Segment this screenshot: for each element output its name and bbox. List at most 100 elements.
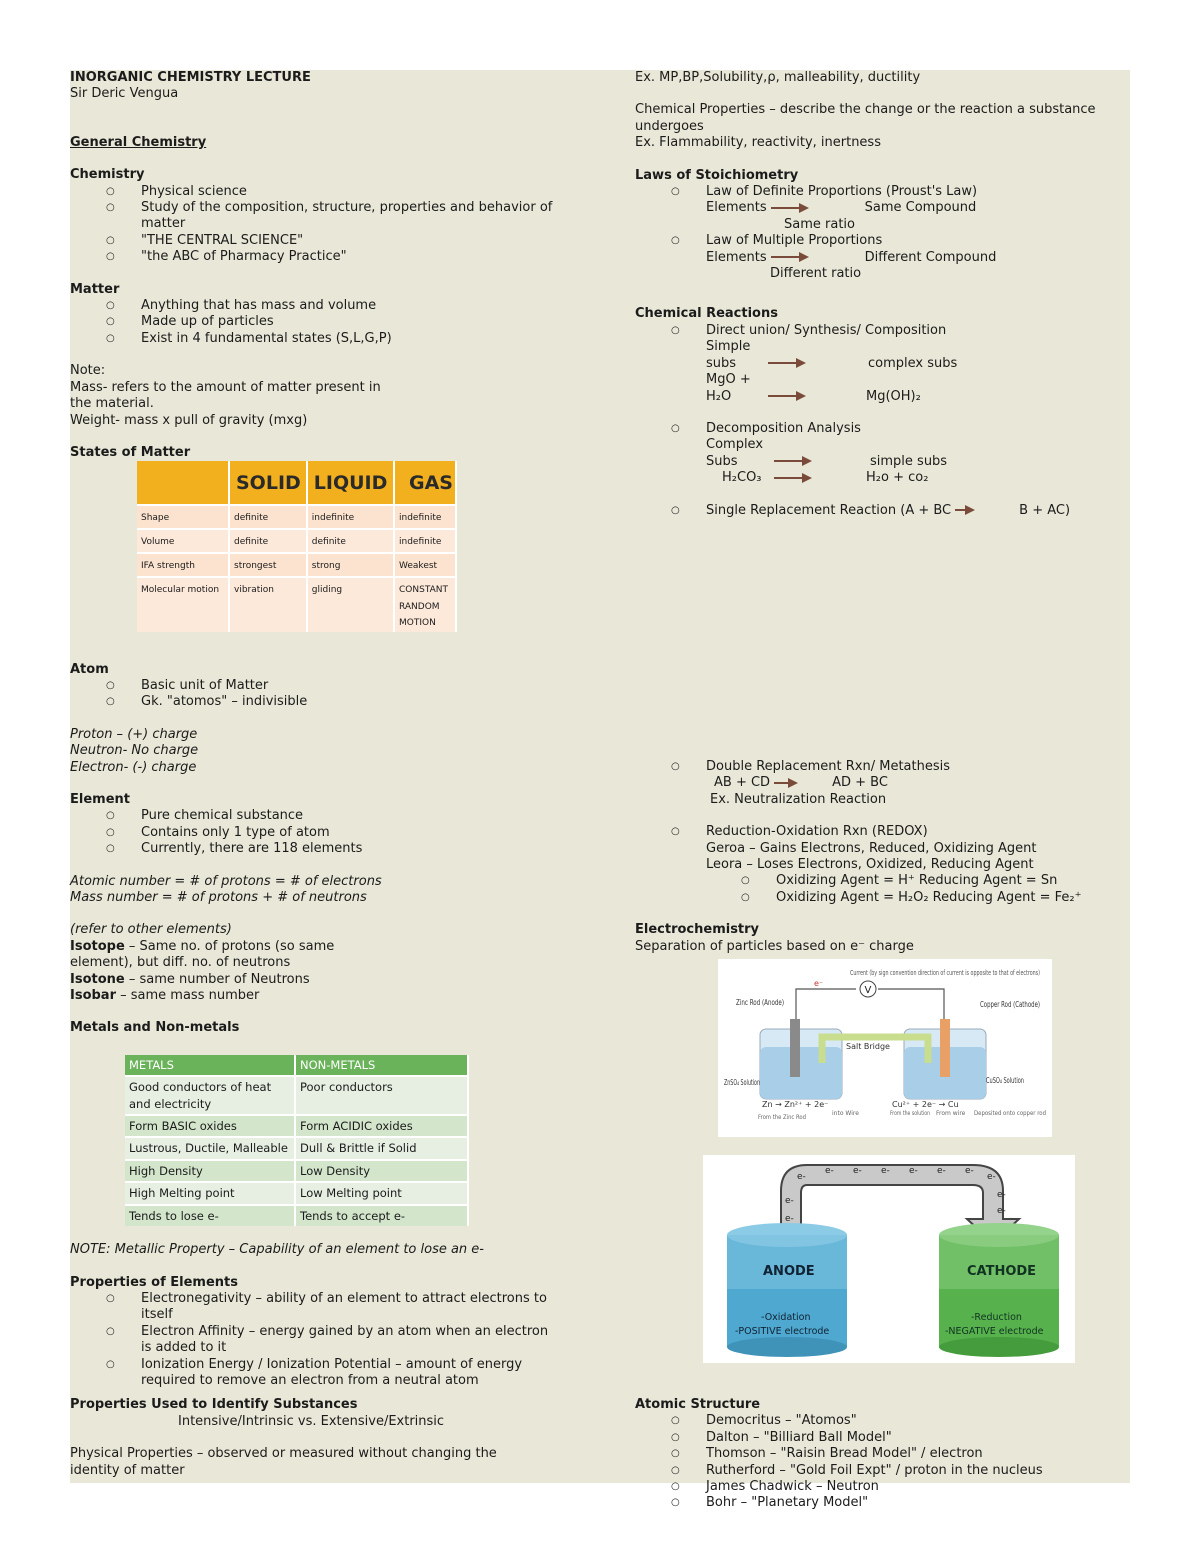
- table-cell: Low Density: [295, 1158, 469, 1183]
- table-header-cell: GAS: [394, 461, 457, 506]
- electrochemistry-heading: Electrochemistry: [635, 922, 760, 938]
- lecture-title: INORGANIC CHEMISTRY LECTURE: [70, 70, 311, 85]
- svg-text:e-: e-: [825, 1166, 834, 1176]
- table-cell: vibration: [229, 576, 308, 632]
- list-item: Democritus – "Atomos": [635, 1413, 1130, 1430]
- table-cell: Dull & Brittle if Solid: [295, 1136, 469, 1160]
- electron-labels: e- e- e- e- e- e- e- e- e- e- e- e-: [785, 1166, 1006, 1224]
- identify-sub: Intensive/Intrinsic vs. Extensive/Extrin…: [178, 1413, 445, 1429]
- isotope-def: Isotope – Same no. of protons (so same e…: [70, 938, 335, 971]
- chemical-examples: Ex. Flammability, reactivity, inertness: [635, 135, 881, 151]
- table-cell: definite: [306, 528, 396, 554]
- svg-text:e-: e-: [881, 1166, 890, 1176]
- atom-heading: Atom: [70, 661, 109, 677]
- list-item: Law of Definite Proportions (Proust's La…: [635, 184, 1130, 233]
- synthesis-reaction: Direct union/ Synthesis/ Composition: [706, 322, 947, 338]
- table-row: Form BASIC oxides Form ACIDIC oxides: [125, 1114, 469, 1138]
- table-cell: Tends to accept e-: [295, 1203, 469, 1227]
- znso4-label: ZnSO₄ Solution: [724, 1078, 760, 1087]
- arrow-icon: [768, 358, 806, 369]
- metals-heading: Metals and Non-metals: [70, 1020, 240, 1036]
- anode-label: ANODE: [763, 1264, 815, 1279]
- svg-text:e-: e-: [785, 1196, 794, 1206]
- table-cell: Form ACIDIC oxides: [295, 1114, 469, 1138]
- note-mass: Mass- refers to the amount of matter pre…: [70, 379, 381, 412]
- single-replacement: Single Replacement Reaction (A + BC: [706, 502, 952, 518]
- isobar-def: Isobar – same mass number: [70, 988, 260, 1004]
- redox-agents-list: Oxidizing Agent = H⁺ Reducing Agent = Sn…: [635, 873, 1130, 906]
- table-header-row: METALS NON-METALS: [125, 1054, 469, 1077]
- list-item: Contains only 1 type of atom: [70, 825, 630, 842]
- table-cell: Good conductors of heat and electricity: [125, 1075, 296, 1116]
- identify-heading: Properties Used to Identify Substances: [70, 1397, 358, 1413]
- list-item: James Chadwick – Neutron: [635, 1479, 1130, 1496]
- atomic-structure-heading: Atomic Structure: [635, 1397, 761, 1412]
- list-item: Gk. "atomos" – indivisible: [70, 694, 630, 711]
- physical-properties: Physical Properties – observed or measur…: [70, 1446, 497, 1478]
- list-item: Anything that has mass and volume: [70, 298, 630, 315]
- reactions-list: Direct union/ Synthesis/ Composition Sim…: [635, 323, 1130, 519]
- arrow-icon: [768, 391, 806, 401]
- table-cell: CONSTANT RANDOM MOTION: [394, 576, 457, 632]
- chemistry-list: Physical science Study of the compositio…: [70, 184, 630, 266]
- cuso4-label: CuSO₄ Solution: [986, 1076, 1024, 1085]
- table-row: Good conductors of heat and electricity …: [125, 1075, 469, 1116]
- list-item: Oxidizing Agent = H⁺ Reducing Agent = Sn: [635, 873, 1130, 890]
- note-weight: Weight- mass x pull of gravity (mxg): [70, 412, 308, 428]
- svg-text:e-: e-: [909, 1166, 918, 1176]
- svg-text:e-: e-: [853, 1166, 862, 1176]
- list-item: Bohr – "Planetary Model": [635, 1495, 1130, 1512]
- copper-rod-label: Copper Rod (Cathode): [980, 1000, 1040, 1009]
- metals-nonmetals-table: METALS NON-METALS Good conductors of hea…: [125, 1054, 469, 1227]
- table-header-row: SOLID LIQUID GAS: [137, 461, 457, 506]
- arrow-icon: [774, 777, 799, 788]
- neutralization-example: Ex. Neutralization Reaction: [710, 791, 887, 807]
- list-item: "the ABC of Pharmacy Practice": [70, 249, 630, 266]
- document-page: INORGANIC CHEMISTRY LECTURE Sir Deric Ve…: [70, 70, 1130, 1512]
- svg-text:e-: e-: [987, 1172, 996, 1182]
- atomic-structure-list: Democritus – "Atomos" Dalton – "Billiard…: [635, 1413, 1130, 1512]
- table-row: Tends to lose e- Tends to accept e-: [125, 1203, 469, 1227]
- list-item: Oxidizing Agent = H₂O₂ Reducing Agent = …: [635, 890, 1130, 907]
- deposited-label: Deposited onto copper rod: [974, 1110, 1046, 1117]
- chemistry-heading: Chemistry: [70, 167, 145, 183]
- list-item: Basic unit of Matter: [70, 678, 630, 695]
- note-label: Note:: [70, 363, 106, 379]
- table-cell: indefinite: [394, 504, 457, 530]
- mass-number-def: Mass number = # of protons + # of neutro…: [70, 890, 367, 905]
- zinc-equation: Zn → Zn²⁺ + 2e⁻: [762, 1100, 828, 1109]
- geroa: Geroa – Gains Electrons, Reduced, Oxidiz…: [706, 840, 1037, 856]
- electron-charge: Electron- (-) charge: [70, 759, 197, 775]
- matter-heading: Matter: [70, 281, 120, 297]
- table-cell: indefinite: [306, 504, 396, 530]
- salt-bridge-label: Salt Bridge: [846, 1042, 890, 1051]
- table-header-cell: METALS: [125, 1054, 296, 1077]
- svg-text:e-: e-: [797, 1172, 806, 1182]
- right-column: Ex. MP,BP,Solubility,ρ, malleability, du…: [635, 70, 1130, 1512]
- proton-charge: Proton – (+) charge: [70, 726, 198, 742]
- table-header-cell: SOLID: [229, 461, 308, 506]
- table-header-cell: [137, 461, 230, 506]
- isotone-def: Isotone – same number of Neutrons: [70, 971, 310, 987]
- list-item: "THE CENTRAL SCIENCE": [70, 233, 630, 250]
- list-item: Decomposition Analysis Complex Subssimpl…: [635, 421, 1130, 503]
- double-replacement: Double Replacement Rxn/ Metathesis: [706, 758, 950, 774]
- table-cell: Lustrous, Ductile, Malleable: [125, 1136, 296, 1160]
- matter-list: Anything that has mass and volume Made u…: [70, 298, 630, 348]
- law-definite-proportions: Law of Definite Proportions (Proust's La…: [706, 184, 978, 200]
- table-cell: Volume: [137, 528, 230, 554]
- table-cell: Tends to lose e-: [125, 1203, 296, 1227]
- list-item: Physical science: [70, 184, 630, 201]
- from-rod-label: From the Zinc Rod: [758, 1114, 806, 1121]
- stoichiometry-heading: Laws of Stoichiometry: [635, 167, 799, 183]
- reactions-list-continued: Double Replacement Rxn/ Metathesis AB + …: [635, 759, 1130, 873]
- table-row: Lustrous, Ductile, Malleable Dull & Brit…: [125, 1136, 469, 1160]
- table-cell: Poor conductors: [295, 1075, 469, 1116]
- electron-label: e⁻: [814, 979, 823, 988]
- states-heading: States of Matter: [70, 444, 191, 460]
- svg-text:e-: e-: [997, 1190, 1006, 1200]
- list-item: Currently, there are 118 elements: [70, 841, 630, 858]
